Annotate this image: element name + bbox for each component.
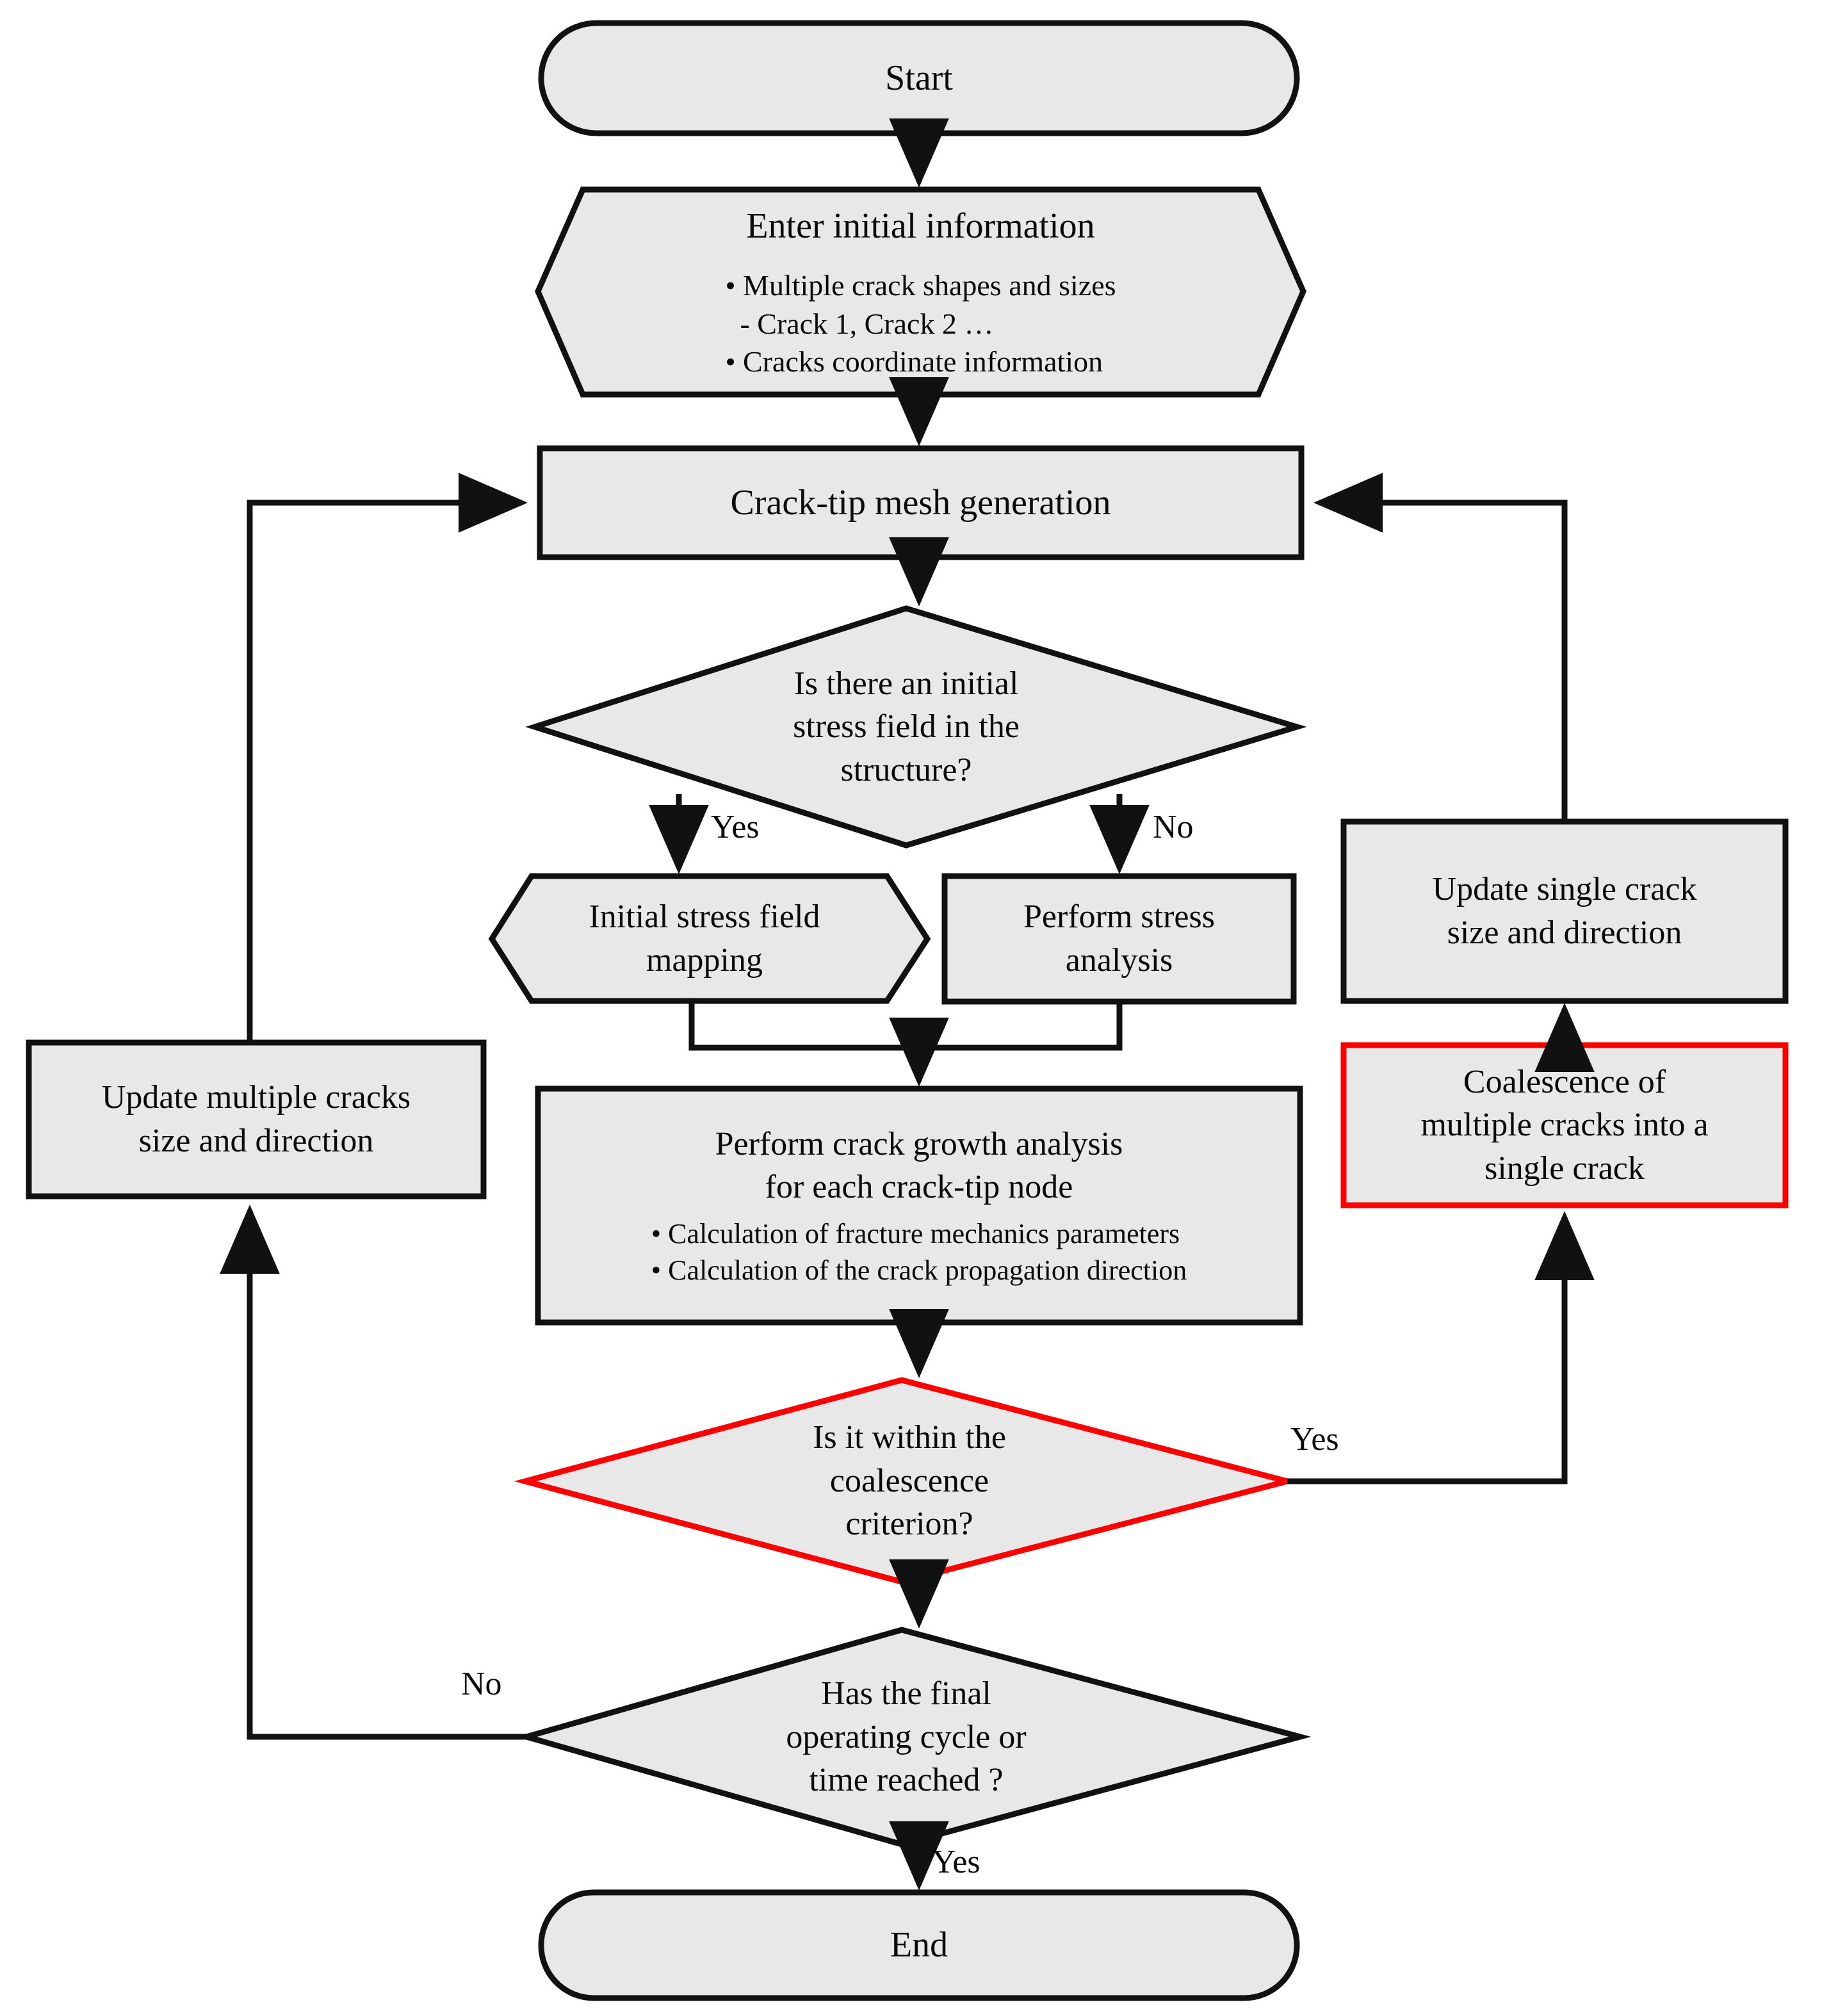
edge-label-final-cycle-yes: Yes bbox=[932, 1844, 980, 1880]
edge-update-single-to-mesh bbox=[1313, 473, 1568, 822]
shape-crack-growth-analysis bbox=[535, 1085, 1303, 1326]
shape-perform-stress-analysis bbox=[941, 873, 1297, 1005]
shape-enter-info bbox=[535, 186, 1306, 398]
edge-stress-merge-bracket bbox=[688, 1001, 1123, 1051]
edge-final-cycle-no bbox=[220, 1205, 526, 1740]
shape-coalescence-decision bbox=[514, 1377, 1299, 1585]
edge-coalescence-yes bbox=[1287, 1211, 1595, 1484]
shape-end bbox=[538, 1889, 1300, 2001]
edge-label-coalescence-yes: Yes bbox=[1290, 1421, 1339, 1458]
shape-update-single-crack bbox=[1340, 818, 1789, 1004]
edge-update-multiple-to-mesh bbox=[247, 473, 528, 1043]
shape-initial-stress-decision bbox=[525, 605, 1307, 849]
edge-label-final-cycle-no: No bbox=[461, 1666, 502, 1702]
shape-mesh-generation bbox=[537, 445, 1305, 560]
shape-update-multiple-cracks bbox=[26, 1039, 487, 1199]
shape-final-cycle-decision bbox=[516, 1627, 1312, 1848]
edge-label-initial-stress-no: No bbox=[1153, 809, 1194, 845]
edge-label-initial-stress-yes: Yes bbox=[711, 809, 760, 845]
shape-coalescence-merge bbox=[1340, 1042, 1789, 1208]
shape-stress-field-mapping bbox=[488, 873, 931, 1004]
shape-start bbox=[538, 20, 1300, 136]
